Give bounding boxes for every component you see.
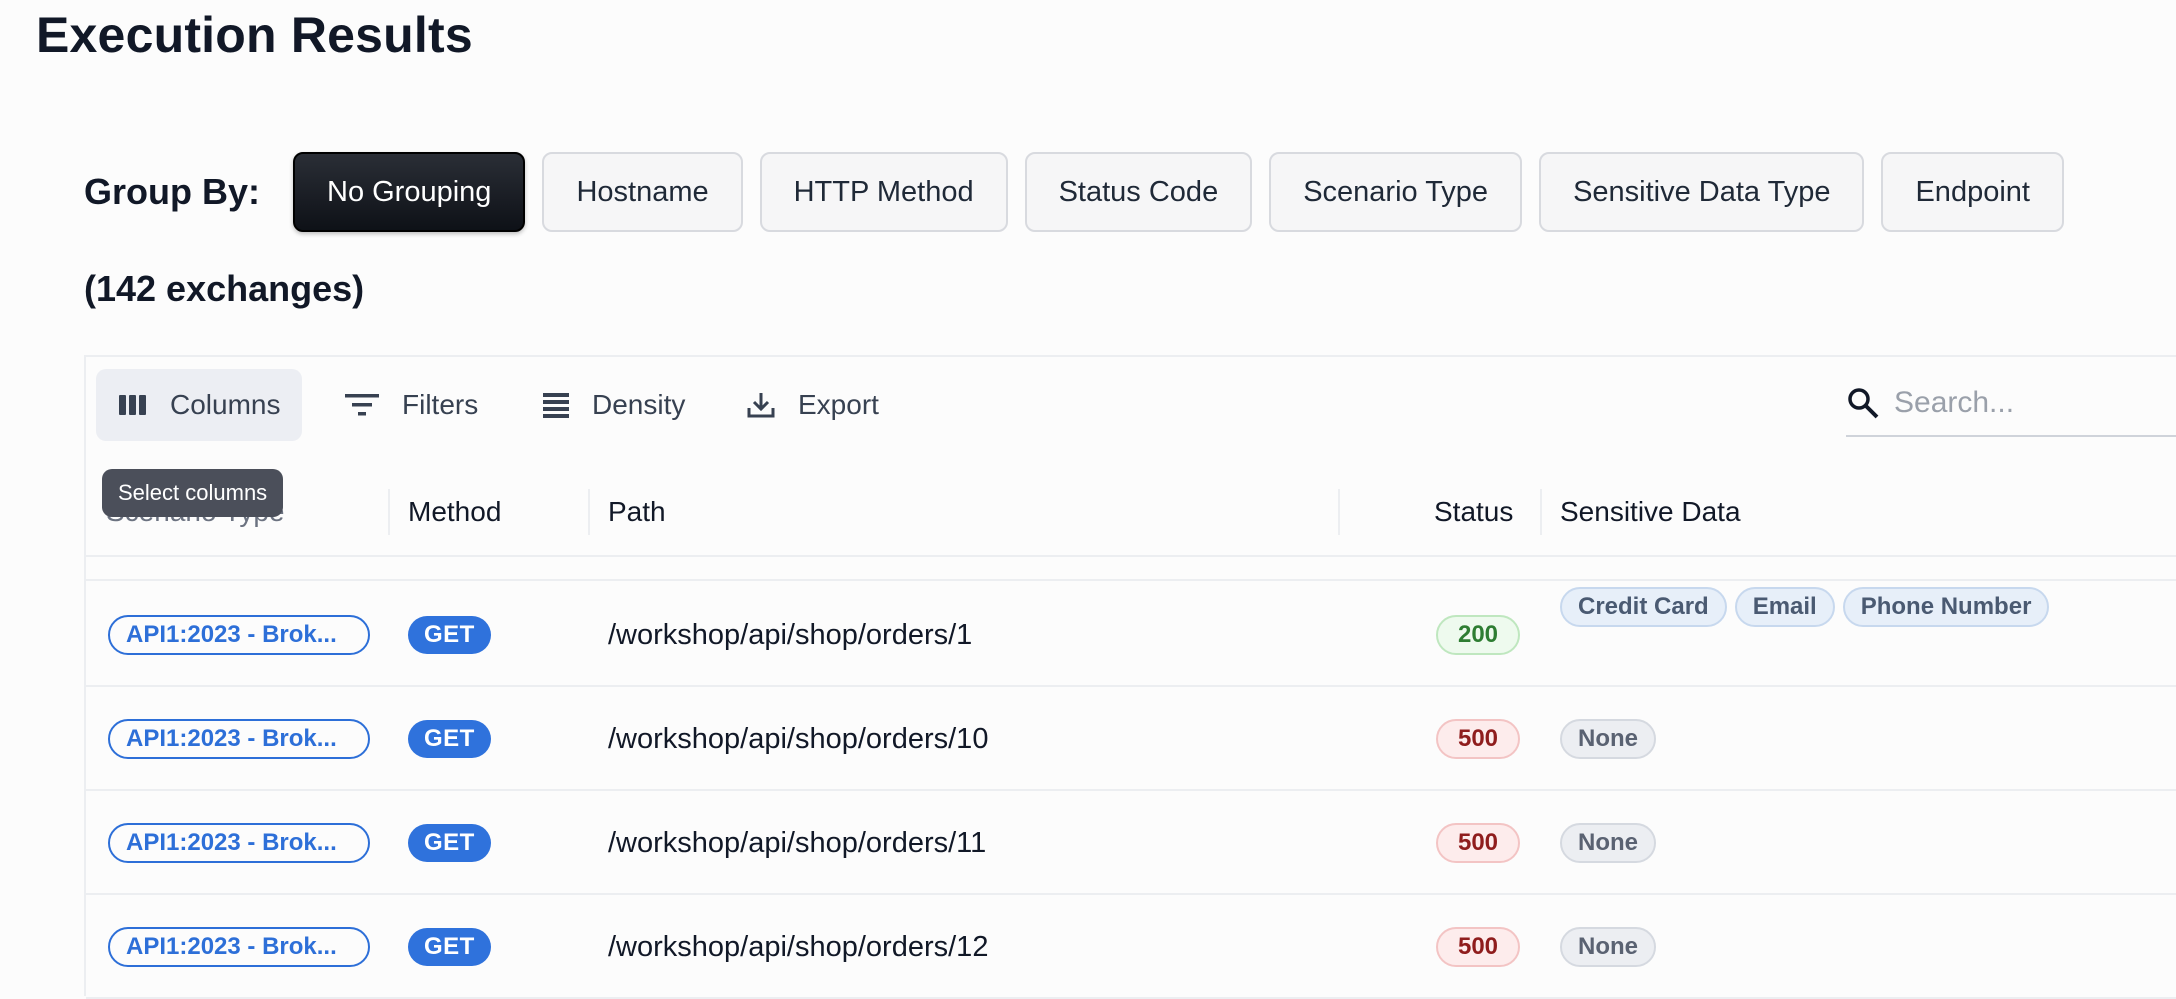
group-no-grouping-button[interactable]: No Grouping (293, 152, 526, 232)
density-button[interactable]: Density (520, 369, 707, 441)
filters-label: Filters (402, 389, 479, 420)
table-row[interactable]: API1:2023 - Brok... GET /workshop/api/sh… (86, 583, 2176, 687)
density-icon (543, 393, 569, 418)
columns-tooltip: Select columns (102, 469, 284, 517)
columns-icon (119, 395, 146, 415)
table-row[interactable]: API1:2023 - Brok... GET /workshop/api/sh… (86, 687, 2176, 791)
method-chip: GET (408, 720, 491, 758)
method-chip: GET (408, 928, 491, 966)
group-http-method-button[interactable]: HTTP Method (759, 152, 1008, 232)
column-separator[interactable] (388, 489, 390, 535)
column-separator[interactable] (588, 489, 590, 535)
group-scenario-type-button[interactable]: Scenario Type (1269, 152, 1523, 232)
density-label: Density (592, 389, 686, 420)
page-title: Execution Results (36, 7, 473, 63)
sensitive-chip: Credit Card (1560, 587, 1727, 627)
sensitive-chip: Phone Number (1842, 587, 2050, 627)
export-button[interactable]: Export (724, 369, 901, 441)
column-header-method[interactable]: Method (408, 496, 502, 527)
group-sensitive-data-type-button[interactable]: Sensitive Data Type (1539, 152, 1865, 232)
path-text: /workshop/api/shop/orders/11 (608, 826, 987, 859)
group-hostname-button[interactable]: Hostname (542, 152, 743, 232)
path-text: /workshop/api/shop/orders/10 (608, 722, 989, 755)
export-label: Export (798, 389, 879, 420)
method-chip: GET (408, 824, 491, 862)
search-box (1846, 371, 2176, 437)
table-spacer-row (86, 559, 2176, 581)
columns-label: Columns (170, 389, 281, 420)
column-separator[interactable] (1338, 489, 1340, 535)
search-input[interactable] (1894, 386, 2174, 420)
column-header-path[interactable]: Path (608, 496, 666, 527)
group-by-bar: Group By: No Grouping Hostname HTTP Meth… (84, 152, 2064, 232)
status-badge: 500 (1436, 719, 1520, 759)
column-header-status[interactable]: Status (1434, 496, 1514, 527)
table-header: Scenario Type Method Path Status Sensiti… (86, 467, 2176, 557)
column-header-sensitive-data[interactable]: Sensitive Data (1560, 496, 1741, 527)
filters-button[interactable]: Filters (322, 369, 500, 441)
method-chip: GET (408, 616, 491, 654)
scenario-chip: API1:2023 - Brok... (108, 927, 370, 967)
sensitive-chip: None (1560, 927, 1656, 967)
table-row[interactable]: API1:2023 - Brok... GET /workshop/api/sh… (86, 895, 2176, 999)
columns-button[interactable]: Columns (96, 369, 303, 441)
exchange-count: (142 exchanges) (84, 268, 365, 309)
scenario-chip: API1:2023 - Brok... (108, 823, 370, 863)
path-text: /workshop/api/shop/orders/1 (608, 618, 973, 651)
download-icon (747, 393, 775, 418)
sensitive-chip: Email (1734, 587, 1835, 627)
scenario-chip: API1:2023 - Brok... (108, 719, 370, 759)
sensitive-chip: None (1560, 823, 1656, 863)
status-badge: 200 (1436, 615, 1520, 655)
group-by-label: Group By: (84, 171, 260, 212)
filter-icon (345, 394, 379, 416)
group-endpoint-button[interactable]: Endpoint (1881, 152, 2064, 232)
search-icon (1848, 388, 1879, 419)
column-separator[interactable] (1540, 489, 1542, 535)
results-grid: Columns Filters Density Export (84, 355, 2176, 999)
status-badge: 500 (1436, 823, 1520, 863)
scenario-chip: API1:2023 - Brok... (108, 615, 370, 655)
sensitive-chip: None (1560, 719, 1656, 759)
status-badge: 500 (1436, 927, 1520, 967)
group-status-code-button[interactable]: Status Code (1024, 152, 1253, 232)
table-row[interactable]: API1:2023 - Brok... GET /workshop/api/sh… (86, 791, 2176, 895)
sensitive-data-cell: Credit Card Email Phone Number (1560, 587, 2057, 627)
path-text: /workshop/api/shop/orders/12 (608, 930, 989, 963)
